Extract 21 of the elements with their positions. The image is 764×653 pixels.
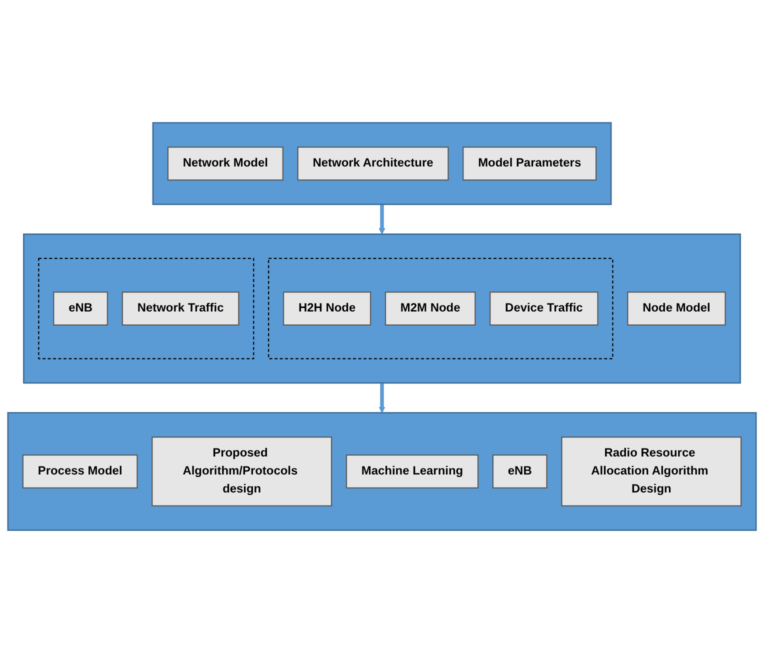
arrow (378, 204, 386, 234)
node-box: Device Traffic (490, 292, 598, 326)
cluster (23, 233, 741, 384)
node-box: H2H Node (282, 292, 372, 326)
node-box: Proposed Algorithm/Protocols design (152, 436, 332, 506)
cluster (152, 122, 612, 206)
node-box: Network Model (167, 146, 284, 181)
node-box: Network Architecture (297, 146, 449, 181)
node-box: eNB (492, 454, 548, 488)
node-box: Node Model (627, 292, 726, 326)
cluster (7, 412, 757, 531)
node-box: Machine Learning (346, 454, 479, 488)
cluster (38, 258, 254, 360)
node-box: Process Model (22, 454, 138, 488)
node-box: eNB (53, 292, 108, 326)
node-box: M2M Node (384, 292, 476, 326)
cluster (268, 258, 614, 360)
node-box: Radio Resource Allocation Algorithm Design (561, 436, 742, 506)
node-box: Model Parameters (462, 146, 597, 181)
arrow (378, 382, 386, 414)
node-box: Network Traffic (122, 292, 240, 326)
